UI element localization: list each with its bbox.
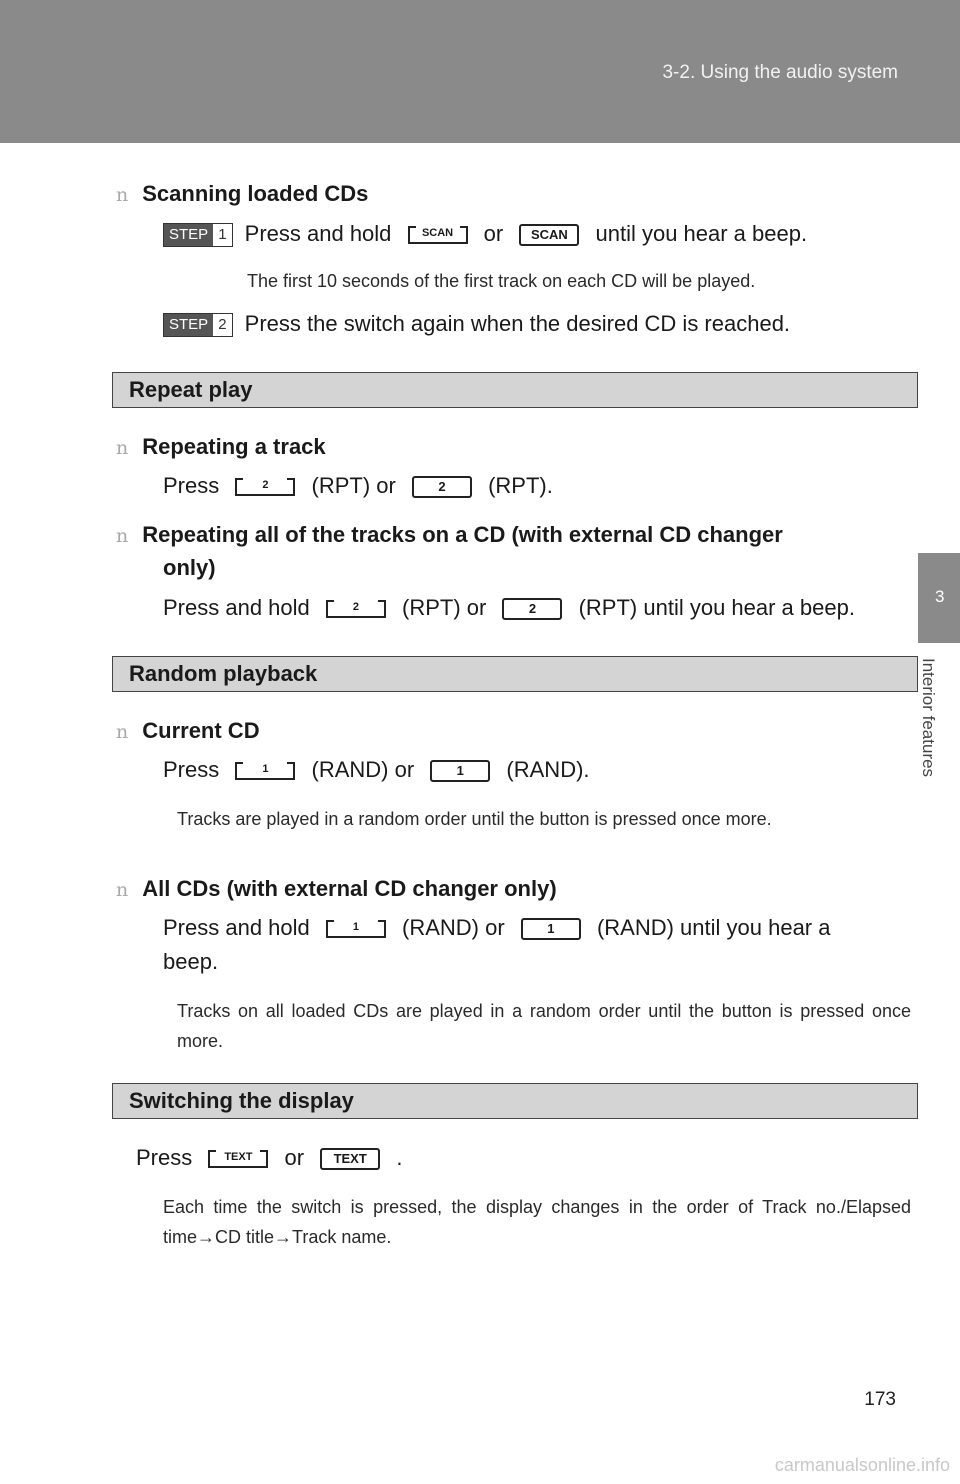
text-key-icon: TEXT: [208, 1150, 269, 1169]
section-title: Repeat play: [129, 377, 253, 402]
section-title: Random playback: [129, 661, 318, 686]
button-2-icon: 2: [411, 476, 472, 499]
text-button-icon: TEXT: [320, 1148, 381, 1171]
page-header: 3-2. Using the audio system: [0, 0, 960, 143]
bullet-icon: n: [116, 437, 129, 459]
scan-button-icon: SCAN: [519, 224, 580, 247]
bullet-icon: n: [116, 879, 129, 901]
page-number: 173: [864, 1389, 896, 1410]
button-1-icon: 1: [430, 760, 491, 783]
display-note: Each time the switch is pressed, the dis…: [163, 1197, 911, 1247]
chapter-label: Interior features: [919, 658, 938, 778]
key-2-icon: 2: [325, 600, 386, 619]
repeat-all-instruction: Press and hold 2 (RPT) or 2 (RPT) until …: [163, 595, 855, 621]
key-1-icon: 1: [235, 762, 296, 781]
key-1-icon: 1: [325, 920, 386, 939]
random-current-instruction: Press 1 (RAND) or 1 (RAND).: [163, 757, 590, 783]
bullet-icon: n: [116, 184, 129, 206]
random-all-instruction-cont: beep.: [163, 949, 219, 974]
bullet-icon: n: [116, 525, 129, 547]
scan-key-icon: SCAN: [407, 226, 468, 245]
repeat-track-instruction: Press 2 (RPT) or 2 (RPT).: [163, 473, 553, 499]
random-all-note: Tracks on all loaded CDs are played in a…: [177, 1001, 911, 1051]
display-instruction: Press TEXT or TEXT .: [136, 1145, 403, 1171]
button-2-icon: 2: [502, 598, 563, 621]
random-all-instruction: Press and hold 1 (RAND) or 1 (RAND) unti…: [163, 915, 831, 941]
header-title: 3-2. Using the audio system: [662, 62, 898, 83]
chapter-side-label: Interior features: [918, 658, 942, 828]
repeat-all-heading-cont: only): [163, 555, 216, 580]
watermark: carmanualsonline.info: [774, 1455, 950, 1475]
bullet-icon: n: [116, 721, 129, 743]
scan-note: The first 10 seconds of the first track …: [247, 271, 756, 291]
chapter-tab: 3: [918, 553, 960, 643]
section-switching-display: Switching the display: [112, 1083, 918, 1119]
section-title: Switching the display: [129, 1088, 354, 1113]
chapter-number: 3: [935, 587, 945, 606]
key-2-icon: 2: [235, 478, 296, 497]
random-current-note: Tracks are played in a random order unti…: [177, 809, 772, 829]
section-repeat-play: Repeat play: [112, 372, 918, 408]
section-random-playback: Random playback: [112, 656, 918, 692]
button-1-icon: 1: [520, 918, 581, 941]
